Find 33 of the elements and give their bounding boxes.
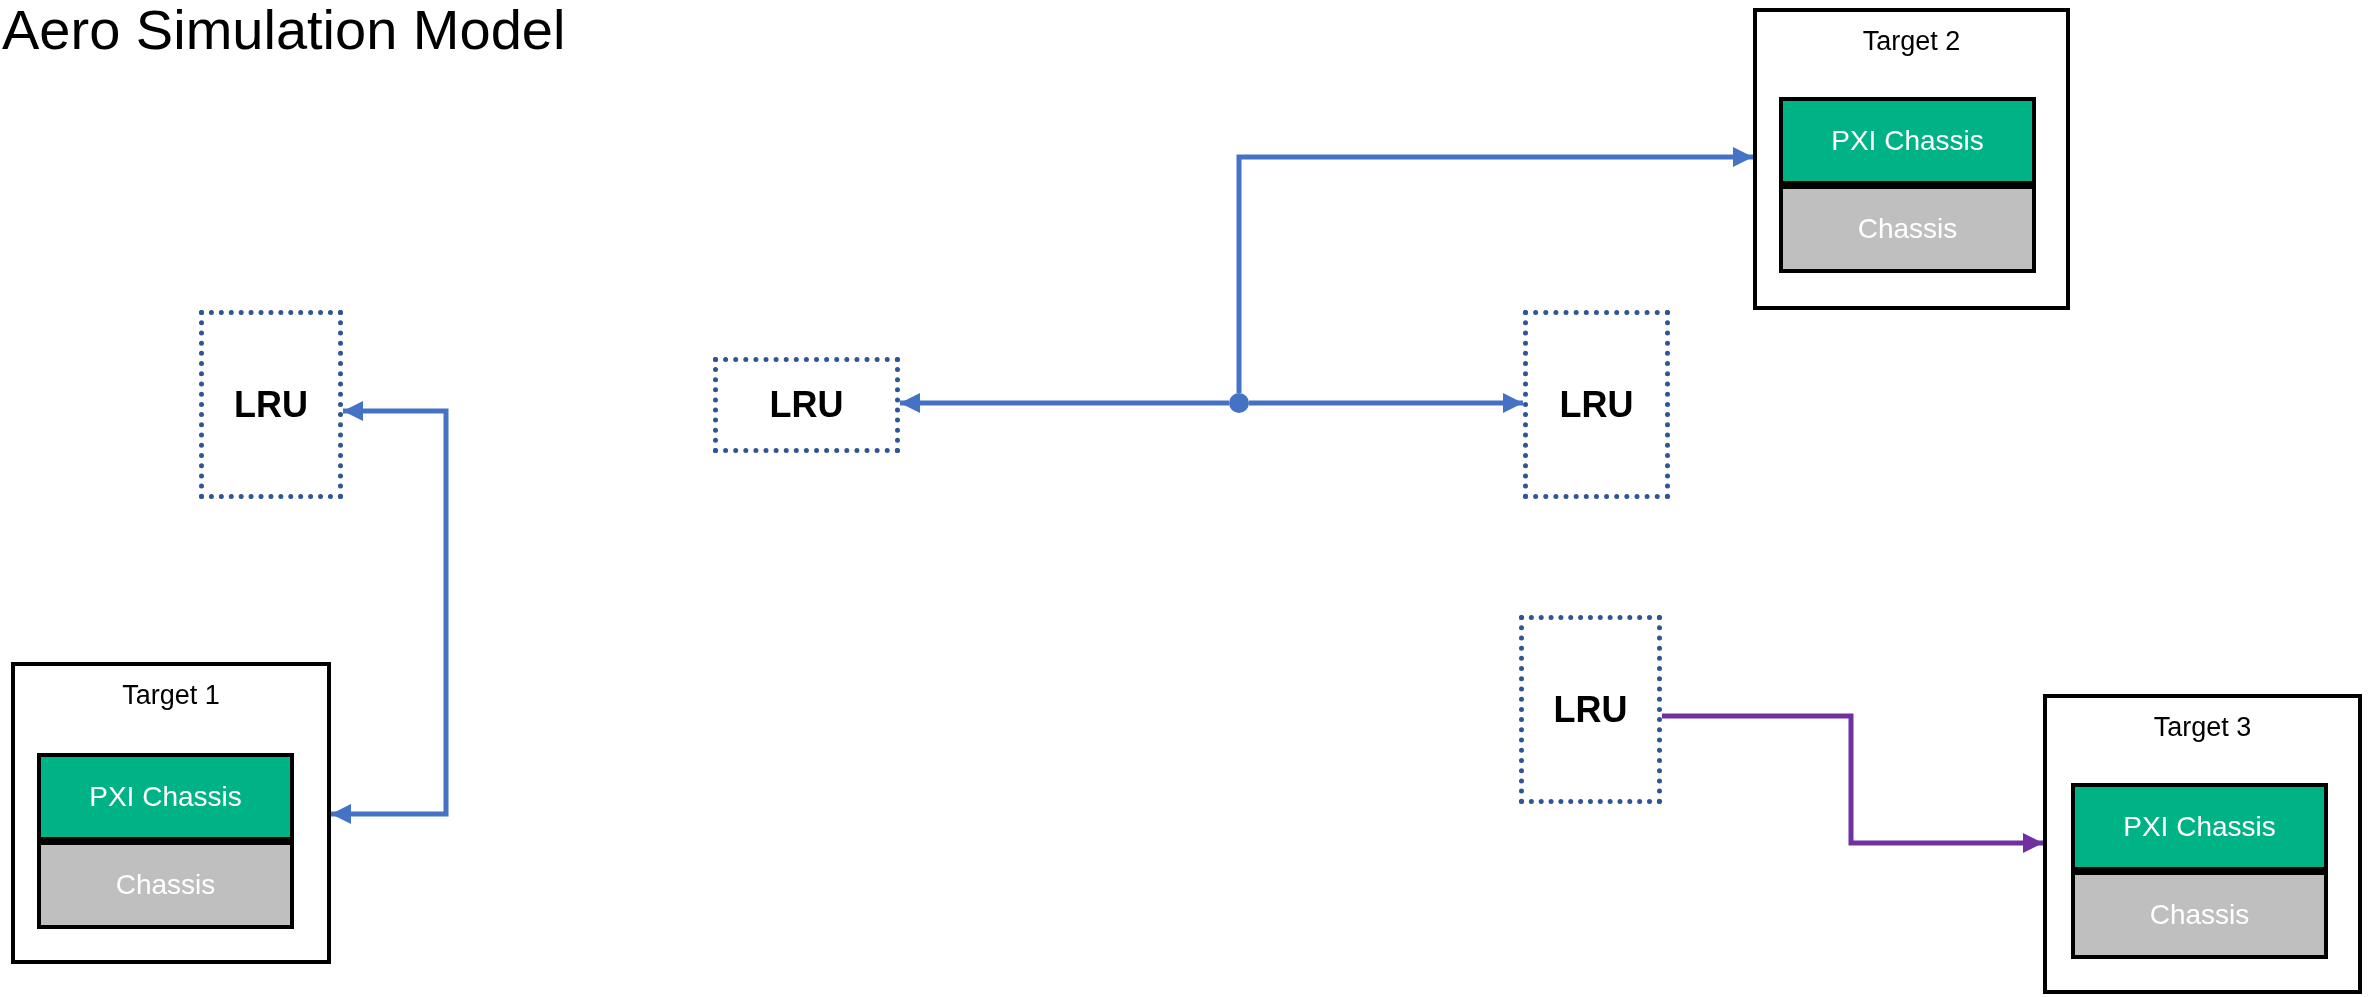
lru-box xyxy=(1523,310,1670,499)
connector-arrow xyxy=(900,393,1229,413)
lru-label: LRU xyxy=(1552,688,1629,731)
chassis-label: Chassis xyxy=(2148,899,2251,931)
target-title: Target 3 xyxy=(2152,712,2253,743)
target-box xyxy=(1753,8,2070,310)
lru-label: LRU xyxy=(1558,383,1635,426)
junction-dot xyxy=(1229,393,1249,413)
chassis-box xyxy=(2071,783,2328,871)
chassis-box xyxy=(37,753,294,841)
chassis-box xyxy=(1779,97,2036,185)
chassis-label: Chassis xyxy=(1856,213,1959,245)
chassis-label: Chassis xyxy=(114,869,217,901)
lru-box xyxy=(199,310,343,499)
connector-arrow xyxy=(1249,393,1523,413)
chassis-box xyxy=(1779,185,2036,273)
chassis-label: PXI Chassis xyxy=(2122,811,2277,843)
chassis-box xyxy=(37,841,294,929)
target-box xyxy=(11,662,331,964)
lru-label: LRU xyxy=(768,384,845,426)
lru-box xyxy=(1519,615,1662,804)
target-box xyxy=(2043,694,2362,994)
chassis-box xyxy=(2071,871,2328,959)
target-title: Target 2 xyxy=(1861,26,1962,57)
diagram-title: Aero Simulation Model xyxy=(2,0,566,60)
lru-box xyxy=(713,357,900,453)
chassis-label: PXI Chassis xyxy=(88,781,243,813)
connector-arrow xyxy=(331,401,449,824)
chassis-label: PXI Chassis xyxy=(1830,125,1985,157)
connector-arrow xyxy=(1662,713,2043,853)
connector-arrow xyxy=(1236,147,1753,393)
target-title: Target 1 xyxy=(121,680,221,711)
lru-label: LRU xyxy=(233,383,309,426)
